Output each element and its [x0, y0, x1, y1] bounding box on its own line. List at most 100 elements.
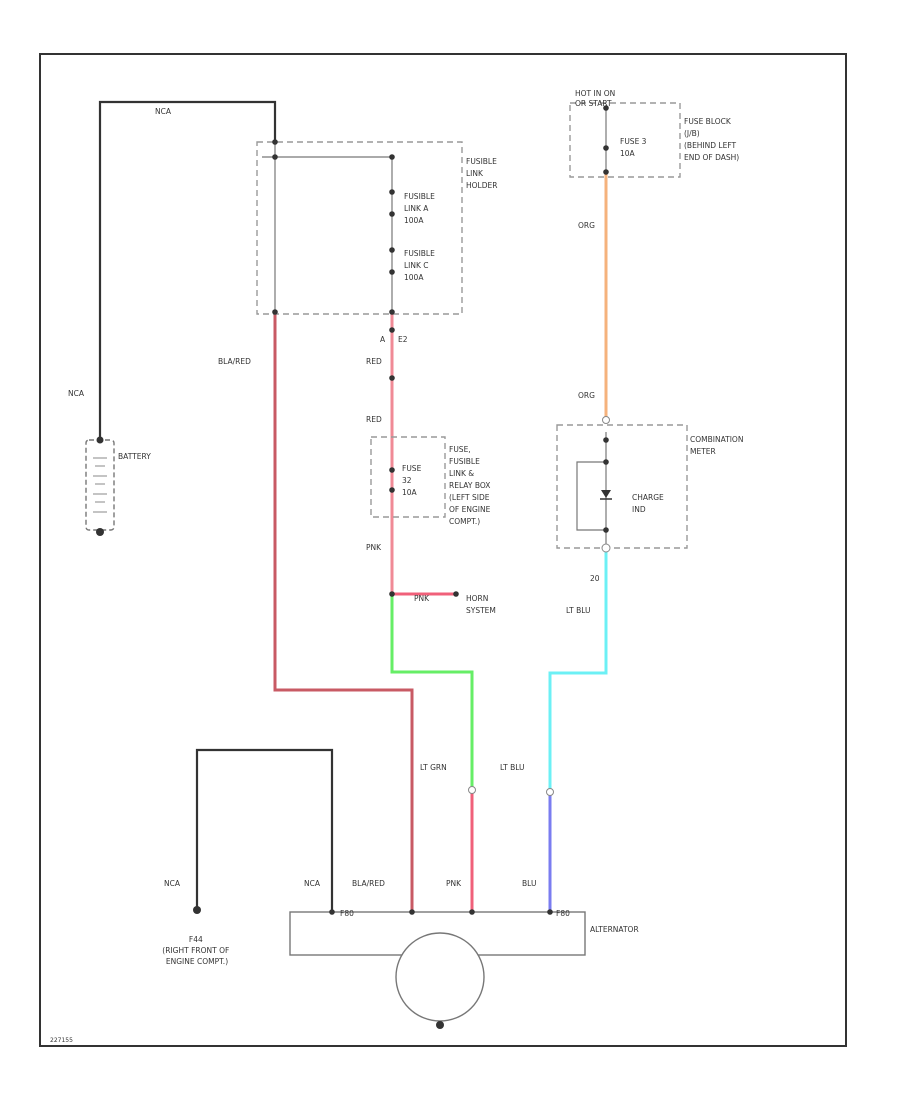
- wire-charge-loop: [576, 461, 606, 531]
- label-fb-3: (BEHIND LEFT: [684, 141, 737, 150]
- label-flh-3: HOLDER: [466, 181, 497, 190]
- label-flc-2: LINK C: [404, 261, 429, 270]
- junction-dot: [453, 591, 459, 597]
- label-hot-1: HOT IN ON: [575, 89, 615, 98]
- label-pnk-1: PNK: [366, 543, 382, 552]
- label-fusible-link-a: FUSIBLE LINK A 100A: [404, 192, 437, 225]
- label-nca-top: NCA: [155, 107, 172, 116]
- label-pin-b: F80: [556, 909, 570, 918]
- label-flc-3: 100A: [404, 273, 424, 282]
- junction-dot: [389, 269, 395, 275]
- label-nca-left: NCA: [68, 389, 85, 398]
- label-frb-7: COMPT.): [449, 517, 480, 526]
- label-ground-location: F44 (RIGHT FRONT OF ENGINE COMPT.): [162, 935, 231, 966]
- junction-dot: [603, 527, 609, 533]
- label-fuse-3: FUSE 3 10A: [620, 137, 649, 158]
- label-fuse-block: FUSE BLOCK (J/B) (BEHIND LEFT END OF DAS…: [684, 117, 739, 162]
- label-lt-blu-2: LT BLU: [500, 763, 525, 772]
- fuse-block-box: [569, 102, 681, 178]
- junction-dot: [389, 467, 395, 473]
- label-terminal-20: 20: [590, 574, 600, 583]
- junction-dot: [389, 247, 395, 253]
- junction-dot: [389, 189, 395, 195]
- fusible-link-holder-box: [256, 141, 463, 315]
- label-fuse-relay-box: FUSE, FUSIBLE LINK & RELAY BOX (LEFT SID…: [449, 445, 493, 526]
- label-combination-meter: COMBINATION METER: [690, 435, 746, 456]
- charge-indicator-lamp: [600, 490, 612, 500]
- label-frb-5: (LEFT SIDE: [449, 493, 490, 502]
- label-pnk-horn: PNK: [414, 594, 430, 603]
- wire-bla-red: [273, 312, 414, 912]
- junction-dot: [389, 591, 395, 597]
- label-frb-4: RELAY BOX: [449, 481, 490, 490]
- label-lt-grn: LT GRN: [420, 763, 447, 772]
- label-blu-alt: BLU: [522, 879, 536, 888]
- label-battery: BATTERY: [118, 452, 151, 461]
- wire-ground-loop: [195, 748, 334, 912]
- label-nca-ground: NCA: [164, 879, 181, 888]
- junction-dot: [389, 154, 395, 160]
- label-cm-1: COMBINATION: [690, 435, 743, 444]
- label-pin-a: F80: [340, 909, 354, 918]
- label-red-1: RED: [366, 357, 382, 366]
- label-horn-2: SYSTEM: [466, 606, 496, 615]
- label-fusible-link-holder: FUSIBLE LINK HOLDER: [466, 157, 499, 190]
- label-red-2: RED: [366, 415, 382, 424]
- label-f3-1: FUSE 3: [620, 137, 647, 146]
- label-horn-1: HORN: [466, 594, 488, 603]
- junction-dot: [272, 154, 278, 160]
- junction-dot: [547, 909, 553, 915]
- label-frb-2: FUSIBLE: [449, 457, 480, 466]
- wire-holder-bus: [262, 156, 393, 312]
- fuse-relay-box: [370, 436, 446, 518]
- label-fla-3: 100A: [404, 216, 424, 225]
- label-flh-1: FUSIBLE: [466, 157, 497, 166]
- label-cm-2: METER: [690, 447, 716, 456]
- battery-symbol: [85, 436, 115, 536]
- label-hot-in-on: HOT IN ON OR START: [575, 89, 618, 108]
- junction-dot: [389, 375, 395, 381]
- label-f32-2: 32: [402, 476, 412, 485]
- label-alternator: ALTERNATOR: [590, 925, 639, 934]
- label-horn-system: HORN SYSTEM: [466, 594, 496, 615]
- label-terminal-a: A: [380, 335, 386, 344]
- label-fb-2: (J/B): [684, 129, 700, 138]
- label-bla-red-upper: BLA/RED: [218, 357, 251, 366]
- junction-dot: [389, 487, 395, 493]
- label-fb-4: END OF DASH): [684, 153, 739, 162]
- ground-dot: [193, 906, 201, 914]
- label-lt-blu-1: LT BLU: [566, 606, 591, 615]
- label-f32-3: 10A: [402, 488, 418, 497]
- label-frb-1: FUSE,: [449, 445, 471, 454]
- label-charge-ind: CHARGE IND: [632, 493, 666, 514]
- label-pnk-alt: PNK: [446, 879, 462, 888]
- label-fla-1: FUSIBLE: [404, 192, 435, 201]
- label-fuse-32: FUSE 32 10A: [402, 464, 424, 497]
- junction-dot: [272, 309, 278, 315]
- junction-dot: [409, 909, 415, 915]
- junction-dot: [389, 327, 395, 333]
- junction-dot: [603, 105, 609, 111]
- label-org-2: ORG: [578, 391, 595, 400]
- junction-dot: [603, 459, 609, 465]
- label-gl-2: (RIGHT FRONT OF: [162, 946, 229, 955]
- label-gl-1: F44: [189, 935, 203, 944]
- label-nca-alt: NCA: [304, 879, 321, 888]
- junction-dot: [603, 145, 609, 151]
- combination-meter-box: [556, 424, 688, 549]
- wire-lt-grn: [390, 594, 474, 790]
- label-fla-2: LINK A: [404, 204, 429, 213]
- label-frb-6: OF ENGINE: [449, 505, 491, 514]
- label-f3-2: 10A: [620, 149, 636, 158]
- connector-symbols: [468, 416, 611, 796]
- label-flh-2: LINK: [466, 169, 484, 178]
- label-ci-1: CHARGE: [632, 493, 664, 502]
- connection-dots: [272, 105, 609, 915]
- junction-dot: [469, 909, 475, 915]
- label-flc-1: FUSIBLE: [404, 249, 435, 258]
- label-hot-2: OR START: [575, 99, 612, 108]
- junction-dot: [603, 437, 609, 443]
- label-ci-2: IND: [632, 505, 646, 514]
- label-bla-red-alt: BLA/RED: [352, 879, 385, 888]
